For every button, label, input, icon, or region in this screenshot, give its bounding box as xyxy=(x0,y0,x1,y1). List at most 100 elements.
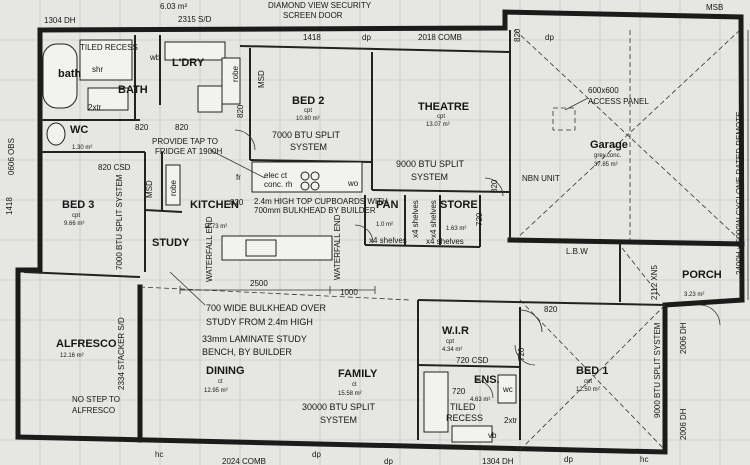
elec-note-2: conc. rh xyxy=(264,180,292,189)
family-floor: ct xyxy=(352,382,357,388)
bath-2xtr: 2xtr xyxy=(88,103,102,112)
wir-area: 4.34 m² xyxy=(442,347,462,353)
dim-1000: 1000 xyxy=(340,288,358,297)
left-obs-window: 0606 OBS xyxy=(7,138,16,175)
theatre-split-1: 9000 BTU SPLIT xyxy=(396,159,465,169)
bed2-floor: cpt xyxy=(304,108,312,114)
dim-820-c: 820 xyxy=(236,104,245,118)
store-shelves: x4 shelves xyxy=(426,237,464,246)
porch-area: 3.23 m² xyxy=(684,292,704,298)
alfresco-label: ALFRESCO xyxy=(56,338,117,350)
bottom-hc-2: hc xyxy=(640,455,648,464)
dim-820-csd: 820 CSD xyxy=(98,163,131,172)
bench-note-2: BENCH, BY BUILDER xyxy=(202,347,292,357)
wir-label: W.I.R xyxy=(442,325,469,337)
garage-label: Garage xyxy=(590,139,628,151)
kitchen-sink xyxy=(245,239,277,257)
laundry-robe xyxy=(221,57,241,105)
bed1-area: 12.50 m² xyxy=(576,387,600,393)
bed2-split-1: 7000 BTU SPLIT xyxy=(272,130,341,140)
ensuite-wc: wc xyxy=(502,385,513,394)
bottom-dp-b: dp xyxy=(384,457,393,465)
cooktop-burner xyxy=(310,181,320,191)
cooktop-burner xyxy=(300,181,310,191)
dim-720-c: 720 xyxy=(452,387,466,396)
garage-markings xyxy=(139,29,749,451)
bed1-label: BED 1 xyxy=(576,365,608,377)
bench-note-1: 33mm LAMINATE STUDY xyxy=(202,334,307,344)
dim-720-b: 720 xyxy=(517,347,526,361)
dh-2006-b: 2006 DH xyxy=(679,408,688,440)
pantry-side-shelves: x4 shelves xyxy=(411,200,420,238)
laundry-trough xyxy=(197,85,223,113)
ensuite-toilet xyxy=(497,374,517,404)
waterfall-end-1: WATERFALL END xyxy=(205,216,214,282)
door-swings xyxy=(234,129,721,399)
laundry-wb: wb xyxy=(149,53,161,62)
store-label: STORE xyxy=(440,199,478,211)
access-panel-leader xyxy=(564,97,589,111)
bed3-label: BED 3 xyxy=(62,199,94,211)
wall-oven-label: wo xyxy=(347,179,359,188)
bulkhead-note-1: 700 WIDE BULKHEAD OVER xyxy=(206,303,327,313)
bed2-split-2: SYSTEM xyxy=(290,142,327,152)
bulkhead-note-2: STUDY FROM 2.4m HIGH xyxy=(206,317,313,327)
no-step-note-2: ALFRESCO xyxy=(72,406,115,415)
bath-label: bath xyxy=(58,68,82,80)
family-label: FAMILY xyxy=(338,368,378,380)
pantry-shelves: x4 shelves xyxy=(369,236,407,245)
msb-label: MSB xyxy=(706,3,723,12)
dim-820-b: 820 xyxy=(175,123,189,132)
ensuite-label: ENS. xyxy=(474,374,500,386)
wc-area: 1.30 m² xyxy=(72,145,92,151)
bed3-floor: cpt xyxy=(72,213,80,219)
top-dim-2315: 2315 S/D xyxy=(178,15,212,24)
bed3-split: 7000 BTU SPLIT SYSTEM xyxy=(115,174,124,270)
dim-820-a: 820 xyxy=(135,123,149,132)
dining-label: DINING xyxy=(206,365,245,377)
bed2-area: 10.80 m² xyxy=(296,116,320,122)
pantry-label: PAN xyxy=(376,199,398,211)
access-panel-2: ACCESS PANEL xyxy=(588,97,649,106)
dimension-lines xyxy=(179,286,376,294)
ensuite-area: 4.63 m² xyxy=(470,397,490,403)
cupboard-note-1: 2.4m HIGH TOP CUPBOARDS WITH xyxy=(254,197,388,206)
dh-2006-a: 2006 DH xyxy=(679,322,688,354)
wir-floor: cpt xyxy=(446,339,454,345)
fridge-label: fr xyxy=(236,173,241,182)
store-area: 1.63 m² xyxy=(446,226,466,232)
shower-recess xyxy=(79,39,133,81)
screen-door-line-1: DIAMOND VIEW SECURITY xyxy=(268,1,372,10)
top-area: 6.03 m² xyxy=(160,2,187,11)
dim-820-e: 820 xyxy=(230,198,244,207)
toilet xyxy=(46,122,66,146)
bathtub xyxy=(42,43,78,109)
family-split-1: 30000 BTU SPLIT xyxy=(302,402,376,412)
dim-720-a: 720 xyxy=(475,212,484,226)
dim-820-d: 820 xyxy=(490,179,499,193)
bath-tiled-recess: TILED RECESS xyxy=(80,43,138,52)
top-dim-1304: 1304 DH xyxy=(44,16,76,25)
fridge-tap-leader xyxy=(209,149,266,179)
bath-room-label: BATH xyxy=(118,84,148,96)
bed1-floor: cpt xyxy=(584,379,592,385)
fridge-tap-note-1: PROVIDE TAP TO xyxy=(152,137,218,146)
dim-720-csd: 720 CSD xyxy=(456,356,489,365)
dining-area: 12.95 m² xyxy=(204,388,228,394)
ensuite-recess: RECESS xyxy=(446,413,483,423)
cooktop-burner xyxy=(300,171,310,181)
kitchen-label: KITCHEN xyxy=(190,199,239,211)
laundry-label: L'DRY xyxy=(172,57,205,69)
bed3-msd: MSD xyxy=(145,180,154,198)
top-comb-2018: 2018 COMB xyxy=(418,33,462,42)
garage-area: 37.85 m² xyxy=(594,162,618,168)
theatre-label: THEATRE xyxy=(418,101,469,113)
ensuite-2xtr: 2xtr xyxy=(504,416,518,425)
fixtures xyxy=(42,39,517,443)
lbw-label: L.B.W xyxy=(566,247,588,256)
family-area: 15.58 m² xyxy=(338,391,362,397)
bulkhead-leader xyxy=(169,271,206,306)
left-dim-1418: 1418 xyxy=(5,197,14,215)
cyclone-door-note: 2400H x 5000W CYCLONE RATED REMOTE xyxy=(735,112,744,275)
fridge-tap-note-2: FRIDGE AT 1900H xyxy=(155,147,223,156)
